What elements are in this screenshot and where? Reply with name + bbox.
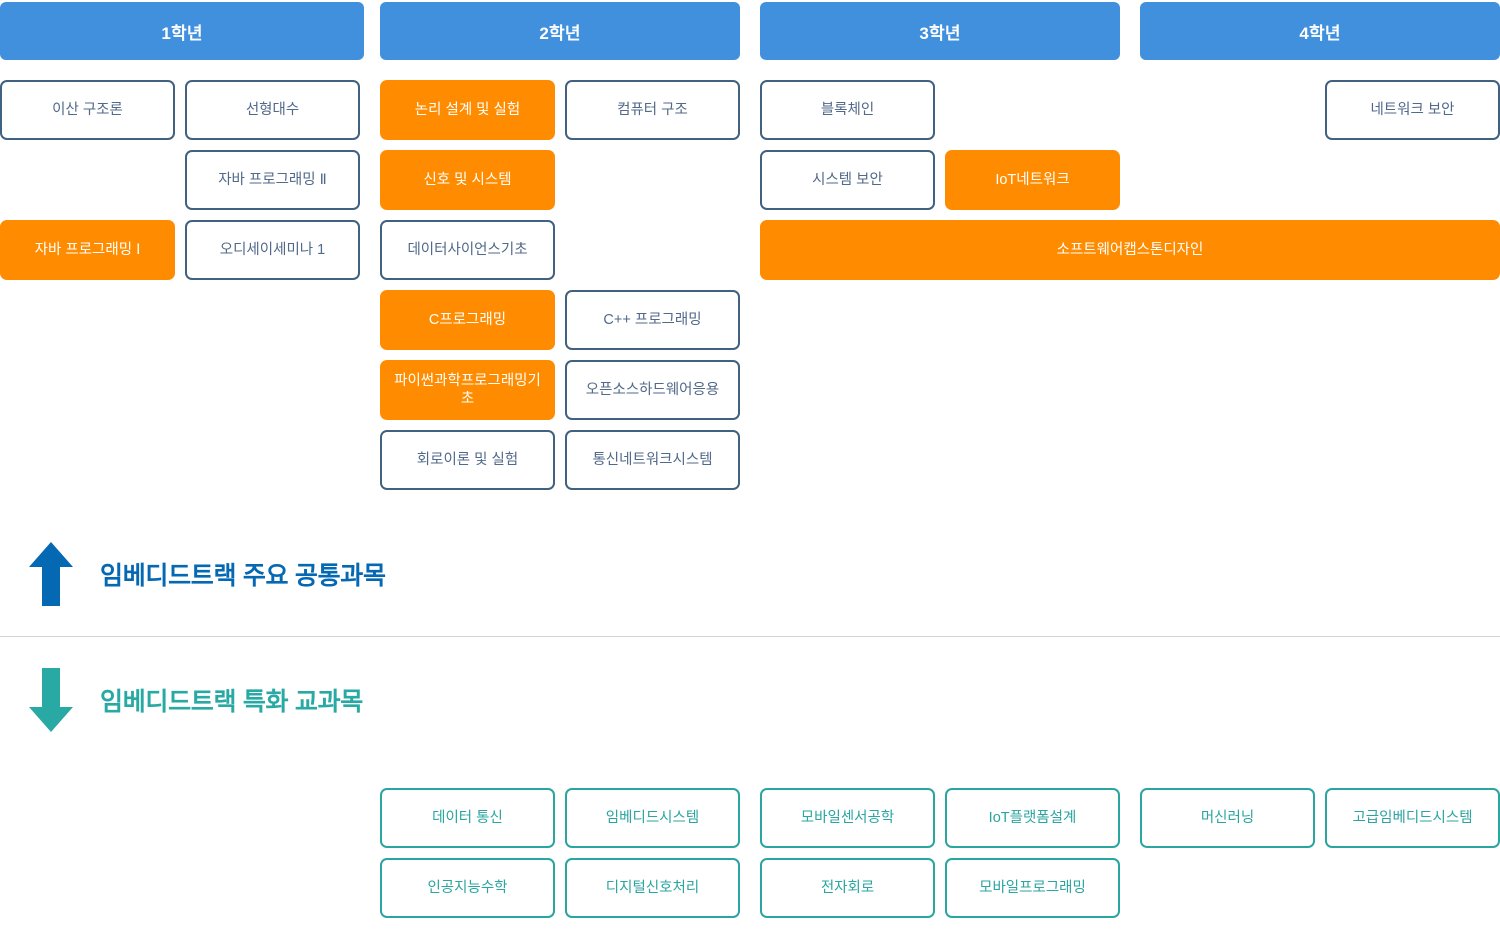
arrow-down-icon [22, 664, 80, 736]
course-box[interactable]: C++ 프로그래밍 [565, 290, 740, 350]
course-box[interactable]: 시스템 보안 [760, 150, 935, 210]
year-header-1: 1학년 [0, 2, 364, 60]
course-box[interactable]: 논리 설계 및 실험 [380, 80, 555, 140]
course-box[interactable]: 회로이론 및 실험 [380, 430, 555, 490]
course-box[interactable]: 통신네트워크시스템 [565, 430, 740, 490]
course-box[interactable]: 블록체인 [760, 80, 935, 140]
course-box[interactable]: C프로그래밍 [380, 290, 555, 350]
course-box[interactable]: 고급임베디드시스템 [1325, 788, 1500, 848]
course-box[interactable]: 자바 프로그래밍 Ⅱ [185, 150, 360, 210]
course-box[interactable]: 모바일프로그래밍 [945, 858, 1120, 918]
course-box[interactable]: 오픈소스하드웨어응용 [565, 360, 740, 420]
course-box[interactable]: 신호 및 시스템 [380, 150, 555, 210]
section-common-courses: 임베디드트랙 주요 공통과목 [22, 538, 386, 610]
course-box[interactable]: 선형대수 [185, 80, 360, 140]
section-special-courses: 임베디드트랙 특화 교과목 [22, 664, 363, 736]
arrow-up-icon [22, 538, 80, 610]
section-special-label: 임베디드트랙 특화 교과목 [100, 688, 363, 716]
section-common-label: 임베디드트랙 주요 공통과목 [100, 562, 386, 590]
course-box[interactable]: IoT플랫폼설계 [945, 788, 1120, 848]
year-header-4: 4학년 [1140, 2, 1500, 60]
year-header-2: 2학년 [380, 2, 740, 60]
course-box[interactable]: 컴퓨터 구조 [565, 80, 740, 140]
course-box[interactable]: 데이터사이언스기초 [380, 220, 555, 280]
course-box[interactable]: 소프트웨어캡스톤디자인 [760, 220, 1500, 280]
course-box[interactable]: 자바 프로그래밍 Ⅰ [0, 220, 175, 280]
course-box[interactable]: 이산 구조론 [0, 80, 175, 140]
course-box[interactable]: 파이썬과학프로그래밍기초 [380, 360, 555, 420]
course-box[interactable]: 네트워크 보안 [1325, 80, 1500, 140]
course-box[interactable]: 모바일센서공학 [760, 788, 935, 848]
section-divider [0, 636, 1500, 637]
course-box[interactable]: 머신러닝 [1140, 788, 1315, 848]
course-box[interactable]: 오디세이세미나 1 [185, 220, 360, 280]
course-box[interactable]: 전자회로 [760, 858, 935, 918]
year-header-3: 3학년 [760, 2, 1120, 60]
course-box[interactable]: 디지털신호처리 [565, 858, 740, 918]
course-box[interactable]: 인공지능수학 [380, 858, 555, 918]
course-box[interactable]: 임베디드시스템 [565, 788, 740, 848]
course-box[interactable]: IoT네트워크 [945, 150, 1120, 210]
course-box[interactable]: 데이터 통신 [380, 788, 555, 848]
